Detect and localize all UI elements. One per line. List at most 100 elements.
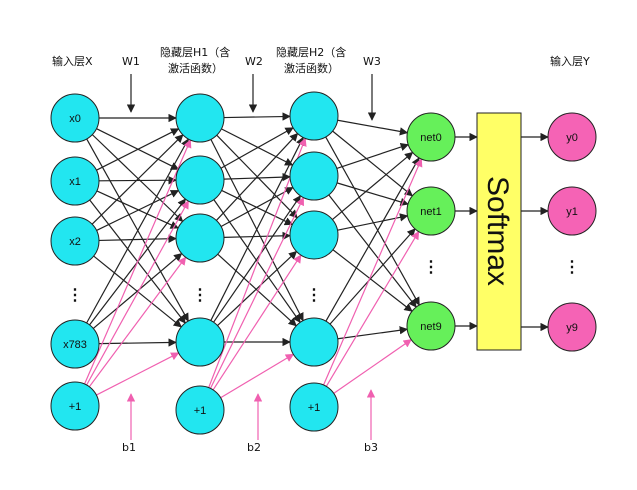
hidden2-node: [289, 210, 339, 260]
weight-edge: [325, 157, 420, 322]
weight-edge: [337, 326, 409, 340]
weight-edge: [91, 134, 184, 225]
output-node-label: y1: [566, 206, 578, 218]
bias-edge: [333, 339, 412, 394]
weight-edge: [215, 132, 299, 221]
net-ellipsis: ⋮: [423, 259, 439, 276]
weight-edge: [329, 228, 416, 325]
weight-edge: [337, 213, 409, 231]
bias-edges: [84, 137, 423, 399]
weight-edge: [91, 134, 184, 222]
hidden2-ellipsis: ⋮: [306, 287, 322, 304]
weight-edge: [332, 130, 414, 197]
bias-edge: [212, 254, 302, 391]
weight-arrows: [126, 74, 377, 440]
weight-edge: [96, 128, 180, 171]
b3-label: b3: [364, 441, 378, 454]
hidden1-node: [175, 155, 225, 205]
output-node-label: y0: [566, 132, 578, 144]
net-node-label: net1: [420, 206, 441, 218]
weight-edge: [96, 190, 179, 229]
input-node-label: x1: [69, 176, 81, 188]
w2-label: W2: [245, 55, 263, 68]
hidden2-label-line2: 激活函数）: [284, 61, 339, 75]
hidden1-label-line1: 隐藏层H1（含: [160, 45, 230, 59]
weight-edge: [210, 136, 304, 321]
weight-edge: [223, 112, 291, 121]
bias-edge: [325, 230, 420, 387]
weight-edge: [98, 234, 177, 243]
weight-edge: [98, 338, 177, 347]
weight-edge: [86, 138, 189, 324]
weight-edge: [336, 182, 409, 206]
hidden2-node: [289, 317, 339, 367]
net-node-9: [406, 301, 456, 351]
output-node-label: y9: [566, 322, 578, 334]
hidden1-label-line2: 激活函数）: [168, 61, 223, 75]
weight-edge: [217, 253, 297, 327]
weight-edge: [220, 186, 294, 228]
weight-edge: [217, 250, 298, 327]
net-node-label: net9: [420, 321, 441, 333]
w3-label: W3: [363, 55, 381, 68]
hidden1-node: [175, 317, 225, 367]
weight-edge: [220, 127, 294, 169]
hidden-layer-2: ⋮ +1: [289, 91, 339, 432]
input-node-x0: [50, 93, 100, 143]
bias-edge: [86, 200, 189, 386]
weight-edge: [332, 249, 413, 312]
hidden1-node: [175, 213, 225, 263]
weight-edge: [332, 151, 414, 221]
w1-label: W1: [122, 55, 140, 68]
input-node-label: x0: [69, 113, 81, 125]
weight-edge: [223, 172, 291, 182]
weight-edge: [325, 136, 420, 306]
output-ellipsis: ⋮: [564, 259, 580, 276]
hidden1-ellipsis: ⋮: [192, 287, 208, 304]
input-bias-label: +1: [69, 401, 82, 413]
hidden2-node: [289, 151, 339, 201]
weight-edge: [336, 142, 410, 169]
input-node-x783: [50, 319, 100, 369]
weight-edge: [223, 231, 291, 241]
bias-edge: [220, 353, 295, 399]
net-node-label: net0: [420, 132, 441, 144]
weight-edge: [92, 252, 183, 329]
net-node-1: [406, 186, 456, 236]
output-layer: y0 y1 ⋮ y9: [547, 112, 597, 352]
bias-edge: [84, 139, 192, 385]
input-node-x1: [50, 156, 100, 206]
weight-edge: [96, 189, 180, 232]
weight-edge: [213, 195, 301, 323]
output-node-y9: [547, 302, 597, 352]
input-ellipsis: ⋮: [67, 287, 83, 304]
hidden1-bias-node: [175, 385, 225, 435]
bias-edge: [322, 158, 423, 386]
input-node-x2: [50, 216, 100, 266]
weight-edge: [98, 176, 177, 185]
bias-edge: [96, 352, 180, 396]
output-node-y0: [547, 112, 597, 162]
b2-label: b2: [247, 441, 261, 454]
weight-edge: [221, 128, 294, 166]
hidden2-node: [289, 91, 339, 141]
hidden1-bias-label: +1: [194, 405, 207, 417]
net-layer: net0 net1 ⋮ net9: [406, 112, 456, 351]
output-node-y1: [547, 186, 597, 236]
hidden1-node: [175, 93, 225, 143]
softmax-label: Softmax: [481, 176, 514, 286]
hidden2-label-line1: 隐藏层H2（含: [276, 45, 346, 59]
bias-edge: [88, 256, 187, 388]
hidden2-bias-label: +1: [308, 402, 321, 414]
bias-edge: [208, 137, 307, 388]
hidden2-bias-node: [289, 382, 339, 432]
output-layer-label: 输入层Y: [550, 54, 590, 68]
input-bias-node: [50, 381, 100, 431]
input-layer-label: 输入层X: [52, 54, 93, 68]
bias-edge: [209, 196, 305, 389]
input-node-label: x783: [63, 339, 87, 351]
weight-edge: [213, 199, 301, 324]
input-layer: x0 x1 x2 ⋮ x783 +1: [50, 93, 100, 431]
